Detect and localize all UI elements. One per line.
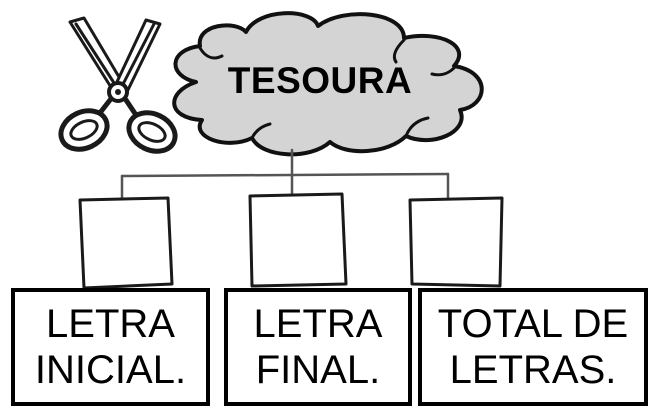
answer-square-2 — [248, 192, 348, 288]
concept-title: TESOURA — [227, 60, 413, 101]
branch-label-line2: FINAL. — [255, 348, 381, 392]
branch-box-total-de-letras: TOTAL DE LETRAS. — [418, 288, 648, 406]
branch-label-line1: LETRA — [46, 302, 175, 346]
answer-square-3 — [408, 196, 504, 288]
branch-label-line2: LETRAS. — [449, 348, 617, 392]
answer-square-1 — [78, 196, 174, 290]
branch-box-letra-inicial: LETRA INICIAL. — [11, 288, 210, 406]
branch-label-line2: INICIAL. — [34, 348, 187, 392]
cloud-curls — [198, 38, 456, 140]
concept-cloud — [172, 11, 484, 157]
branch-box-letra-final: LETRA FINAL. — [224, 288, 412, 406]
branch-label-line1: TOTAL DE — [437, 302, 629, 346]
scissors-icon — [58, 16, 178, 154]
branch-label-line1: LETRA — [253, 302, 383, 346]
tree-connectors — [120, 148, 450, 200]
answer-squares — [78, 192, 504, 290]
